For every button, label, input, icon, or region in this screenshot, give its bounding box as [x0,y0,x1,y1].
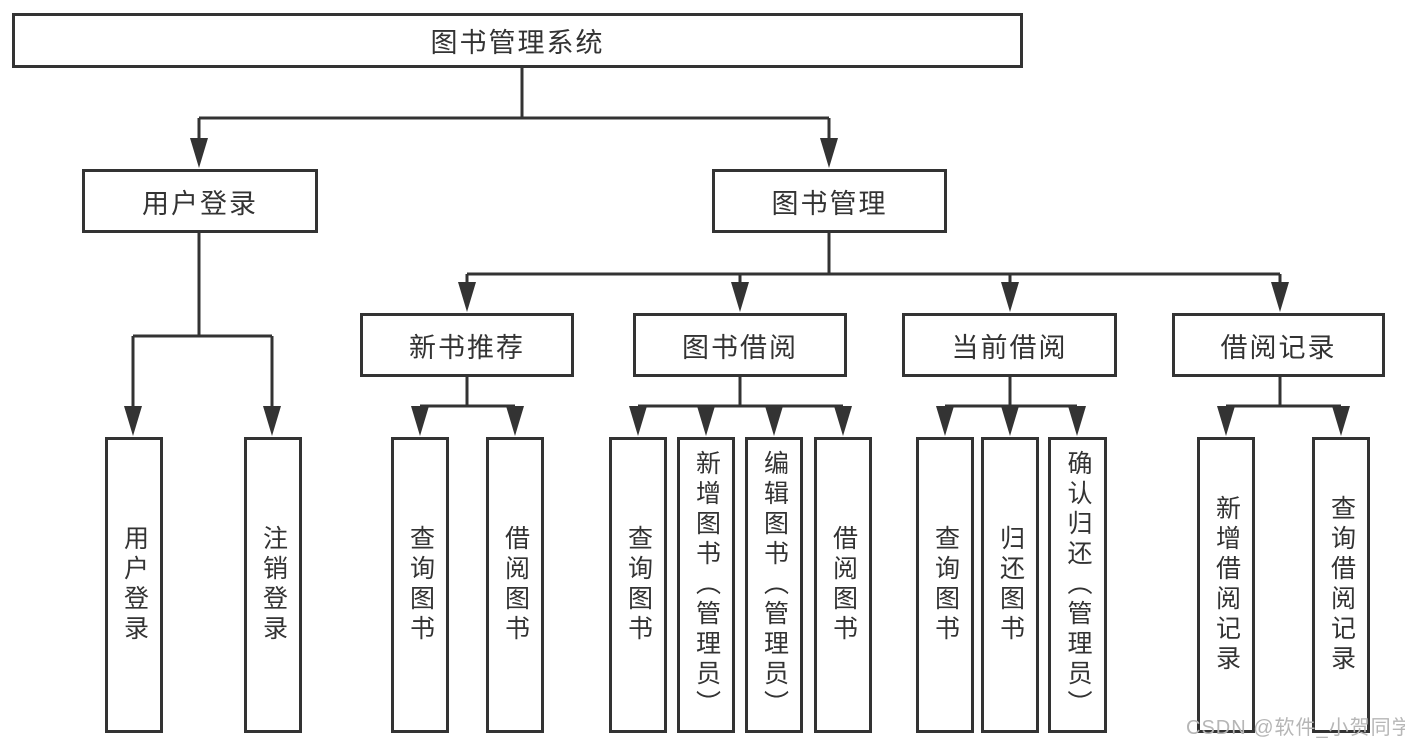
node-label: 借阅记录 [1220,332,1337,363]
node-new-book-recommendation: 新书推荐 [360,313,574,377]
node-label: 当前借阅 [951,332,1068,363]
leaf-confirm-return-admin: 确认归还（管理员） [1048,437,1107,733]
leaf-add-borrow-record: 新增借阅记录 [1197,437,1255,733]
leaf-user-login: 用户登录 [105,437,163,733]
node-label: 注销登录 [259,525,288,645]
node-label: 归还图书 [996,525,1025,645]
leaf-query-borrow-record: 查询借阅记录 [1312,437,1370,733]
leaf-query-books-recommend: 查询图书 [391,437,449,733]
node-label: 查询图书 [931,525,960,645]
node-label: 查询借阅记录 [1327,495,1356,675]
leaf-borrow-books-recommend: 借阅图书 [486,437,544,733]
leaf-return-books: 归还图书 [981,437,1039,733]
node-label: 图书借阅 [682,332,798,363]
node-book-borrowing: 图书借阅 [633,313,847,377]
node-label: 借阅图书 [501,525,530,645]
node-label: 用户登录 [120,525,149,645]
node-label: 图书管理系统 [430,28,605,58]
node-borrowing-records: 借阅记录 [1172,313,1385,377]
leaf-borrow-books-borrowing: 借阅图书 [814,437,872,733]
node-book-management: 图书管理 [712,169,947,233]
node-label: 借阅图书 [829,525,858,645]
node-root-library-system: 图书管理系统 [12,13,1023,68]
node-label: 新增借阅记录 [1212,495,1241,675]
node-user-login: 用户登录 [82,169,318,233]
csdn-watermark: CSDN @软件_小贺同学 [1186,717,1405,739]
node-label: 用户登录 [142,188,258,219]
node-label: 查询图书 [406,525,435,645]
leaf-add-book-admin: 新增图书（管理员） [677,437,735,733]
leaf-query-books-borrowing: 查询图书 [609,437,667,733]
node-label: 编辑图书（管理员） [760,450,789,720]
leaf-edit-book-admin: 编辑图书（管理员） [745,437,803,733]
leaf-query-books-current: 查询图书 [916,437,974,733]
node-label: 图书管理 [771,188,888,219]
connector-arrowheads [124,138,1350,436]
node-label: 查询图书 [624,525,653,645]
node-label: 确认归还（管理员） [1064,450,1092,720]
node-current-borrowing: 当前借阅 [902,313,1117,377]
node-label: 新书推荐 [409,332,525,363]
leaf-logout: 注销登录 [244,437,302,733]
node-label: 新增图书（管理员） [692,450,721,720]
